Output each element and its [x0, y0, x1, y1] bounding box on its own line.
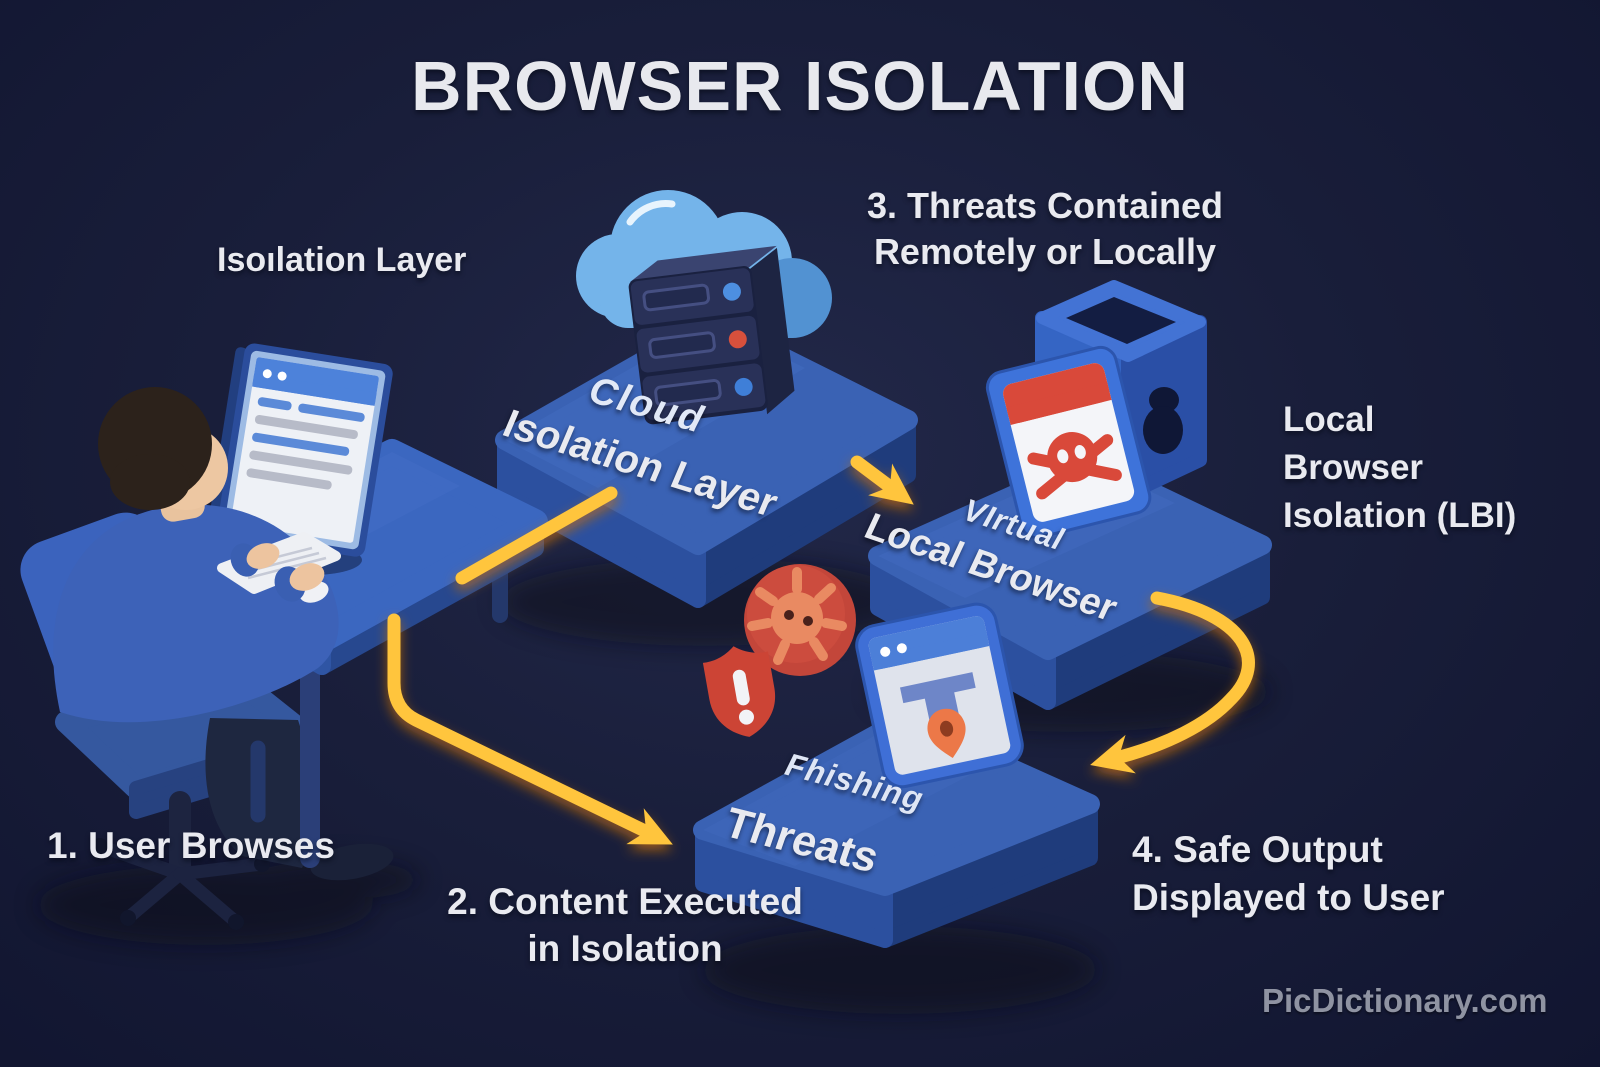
flow-arrows	[387, 455, 1255, 845]
step2-label: 2. Content Executed in Isolation	[425, 878, 825, 973]
bug-icon	[1143, 387, 1183, 454]
safe-browser-window-icon	[855, 602, 1024, 789]
location-pin-icon	[927, 708, 966, 759]
lbi-line1: Local	[1283, 400, 1375, 439]
isolation-layer-label: Isoılation Layer	[217, 241, 467, 279]
step2-line1: 2. Content Executed	[447, 881, 803, 922]
step2-line2: in Isolation	[527, 928, 723, 970]
monitor	[208, 343, 393, 557]
page-title: BROWSER ISOLATION	[411, 47, 1189, 125]
arrow-isolation-to-virtual	[850, 455, 914, 505]
person-hand-right	[289, 563, 325, 591]
alert-shield-icon	[702, 646, 776, 737]
lbi-line2: Browser	[1283, 447, 1424, 487]
person-shoe	[310, 843, 394, 881]
watermark: PicDictionary.com	[1262, 982, 1548, 1019]
step4-line1: 4. Safe Output	[1132, 829, 1383, 870]
step4-line2: Displayed to User	[1132, 877, 1445, 919]
malware-skull-page-icon	[985, 345, 1152, 540]
lbi-line3: Isolation (LBI)	[1283, 495, 1517, 535]
step3-line2: Remotely or Locally	[873, 231, 1217, 273]
arrow-user-to-isolation	[455, 486, 618, 585]
skull-crossbones-icon	[1027, 432, 1122, 500]
user-at-workstation	[20, 343, 548, 930]
step1-label: 1. User Browses	[47, 825, 335, 866]
virus-icon	[744, 564, 856, 676]
arrow-content-to-isolation	[387, 613, 673, 845]
step3-line1: 3. Threats Contained	[866, 185, 1224, 226]
server-stack-icon	[628, 245, 795, 425]
monitor-browser-content	[246, 357, 379, 490]
arrow-virtual-to-output	[1090, 591, 1255, 774]
person-hand-left	[246, 543, 280, 569]
